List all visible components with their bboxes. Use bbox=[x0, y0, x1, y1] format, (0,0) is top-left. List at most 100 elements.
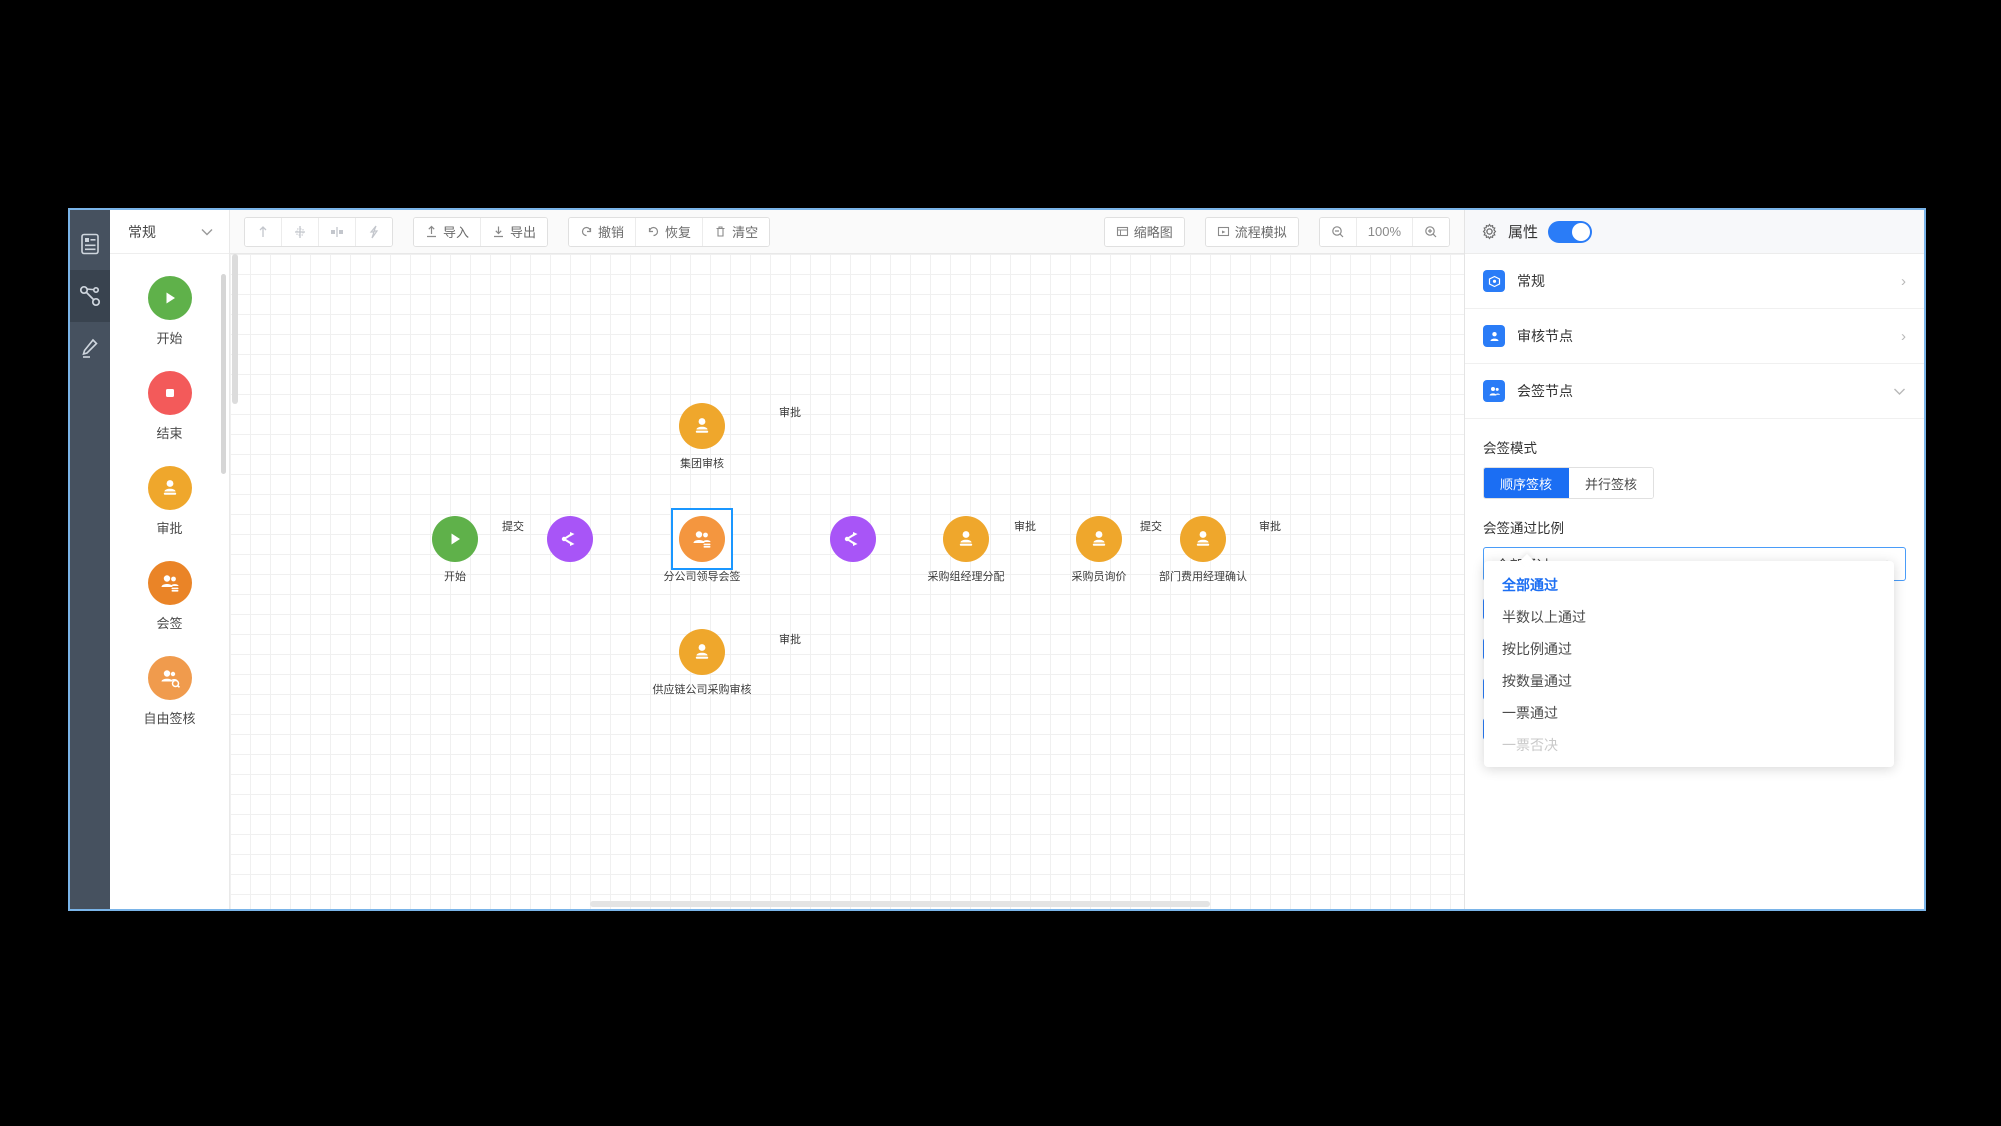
flow-canvas[interactable]: 开始 bbox=[230, 254, 1464, 909]
sidebar-item-form[interactable] bbox=[70, 218, 110, 270]
align-button-group bbox=[244, 216, 393, 247]
form-panel-icon bbox=[81, 233, 99, 255]
dropdown-option[interactable]: 半数以上通过 bbox=[1502, 609, 1586, 625]
align-vertical-button[interactable] bbox=[282, 217, 319, 246]
prop-section-general[interactable]: 常规 › bbox=[1465, 254, 1924, 309]
zoom-in-button[interactable] bbox=[1413, 217, 1449, 246]
edge-label: 审批 bbox=[1259, 520, 1281, 533]
import-icon bbox=[427, 225, 436, 238]
history-button-group: 撤销 恢复 清空 bbox=[568, 216, 771, 247]
chevron-down-icon bbox=[201, 228, 213, 235]
dropdown-option[interactable]: 全部通过 bbox=[1502, 577, 1558, 593]
stamp-icon bbox=[1076, 516, 1122, 562]
palette-scrollbar[interactable] bbox=[221, 274, 226, 474]
flow-node-branch-countersign[interactable]: 分公司领导会签 bbox=[664, 508, 741, 583]
thumbnail-button[interactable]: 缩略图 bbox=[1104, 217, 1184, 246]
flow-nodes-icon bbox=[79, 285, 101, 307]
auto-layout-icon bbox=[369, 225, 379, 238]
flow-node-start[interactable]: 开始 bbox=[432, 516, 478, 583]
countersign-mode-field: 会签模式 顺序签核 并行签核 bbox=[1483, 437, 1906, 499]
io-button-group: 导入 导出 bbox=[413, 216, 549, 247]
align-top-icon bbox=[259, 225, 267, 237]
align-vertical-icon bbox=[295, 225, 305, 238]
import-button[interactable]: 导入 bbox=[414, 217, 482, 246]
palette-item-label: 结束 bbox=[156, 426, 183, 441]
zoom-out-button[interactable] bbox=[1319, 217, 1357, 246]
end-node-icon bbox=[147, 371, 192, 415]
pen-edit-icon bbox=[82, 338, 98, 358]
canvas-vertical-scrollbar[interactable] bbox=[232, 254, 238, 404]
icon-rail bbox=[70, 210, 110, 909]
thumbnail-button-group: 缩略图 bbox=[1103, 216, 1185, 247]
mode-sequential-button[interactable]: 顺序签核 bbox=[1484, 468, 1570, 498]
zoom-level[interactable]: 100% bbox=[1356, 217, 1413, 246]
flow-node-purchase-manager[interactable]: 采购组经理分配 bbox=[928, 516, 1005, 583]
workflow-designer-window: 常规 开始 结束 bbox=[68, 208, 1926, 911]
dropdown-option[interactable]: 按比例通过 bbox=[1502, 641, 1572, 657]
prop-section-label: 会签节点 bbox=[1517, 383, 1573, 399]
align-horizontal-button[interactable] bbox=[319, 217, 356, 246]
palette-item-countersign[interactable]: 会签 bbox=[110, 561, 229, 632]
prop-section-review-node[interactable]: 审核节点 › bbox=[1465, 309, 1924, 364]
redo-label: 恢复 bbox=[665, 225, 692, 240]
simulate-button-group: 流程模拟 bbox=[1204, 216, 1299, 247]
gear-icon bbox=[1482, 223, 1497, 240]
dropdown-option[interactable]: 一票通过 bbox=[1502, 705, 1558, 721]
countersign-mode-label: 会签模式 bbox=[1483, 441, 1537, 456]
thumbnail-icon bbox=[1116, 226, 1128, 237]
flow-node-group-review[interactable]: 集团审核 bbox=[679, 403, 725, 470]
flow-node-cost-manager[interactable]: 部门费用经理确认 bbox=[1159, 516, 1247, 583]
palette-group-label: 常规 bbox=[128, 223, 156, 240]
chevron-right-icon: › bbox=[1901, 272, 1906, 290]
node-palette: 常规 开始 结束 bbox=[110, 210, 230, 909]
clear-label: 清空 bbox=[732, 225, 759, 240]
countersign-ratio-label: 会签通过比例 bbox=[1483, 521, 1564, 536]
import-label: 导入 bbox=[443, 225, 470, 240]
canvas-horizontal-scrollbar[interactable] bbox=[590, 901, 1210, 907]
stamp-icon bbox=[679, 629, 725, 675]
palette-group-header[interactable]: 常规 bbox=[110, 210, 229, 254]
stamp-icon bbox=[679, 403, 725, 449]
play-icon bbox=[432, 516, 478, 562]
properties-toggle[interactable] bbox=[1548, 220, 1593, 243]
flow-node-supply-review[interactable]: 供应链公司采购审核 bbox=[653, 629, 752, 696]
flow-node-gateway-2[interactable] bbox=[830, 516, 876, 562]
thumbnail-label: 缩略图 bbox=[1133, 225, 1173, 240]
simulate-button[interactable]: 流程模拟 bbox=[1205, 217, 1298, 246]
cube-icon bbox=[1483, 270, 1505, 292]
prop-section-countersign-node[interactable]: 会签节点 bbox=[1465, 364, 1924, 419]
dropdown-option[interactable]: 按数量通过 bbox=[1502, 673, 1572, 689]
stamp-icon bbox=[147, 466, 192, 510]
mode-parallel-button[interactable]: 并行签核 bbox=[1569, 468, 1654, 498]
chevron-down-icon bbox=[1894, 388, 1905, 395]
edge-label: 审批 bbox=[779, 633, 801, 646]
group-stamp-icon bbox=[679, 516, 725, 562]
align-top-button[interactable] bbox=[245, 217, 282, 246]
panel-title: 属性 bbox=[1508, 224, 1539, 241]
clear-button[interactable]: 清空 bbox=[703, 217, 770, 246]
countersign-mode-segmented: 顺序签核 并行签核 bbox=[1483, 467, 1655, 499]
sidebar-item-flow[interactable] bbox=[70, 270, 110, 322]
flow-node-gateway-1[interactable] bbox=[547, 516, 593, 562]
person-icon bbox=[1483, 325, 1505, 347]
countersign-settings: 会签模式 顺序签核 并行签核 会签通过比例 全部通过 bbox=[1465, 419, 1924, 767]
properties-header: 属性 bbox=[1465, 210, 1924, 254]
zoom-out-icon bbox=[1331, 225, 1344, 237]
palette-item-end[interactable]: 结束 bbox=[110, 371, 229, 442]
export-button[interactable]: 导出 bbox=[481, 217, 548, 246]
flow-node-label: 集团审核 bbox=[680, 457, 724, 470]
palette-item-start[interactable]: 开始 bbox=[110, 276, 229, 347]
prop-section-label: 审核节点 bbox=[1517, 328, 1573, 344]
palette-item-free-sign[interactable]: 自由签核 bbox=[110, 656, 229, 727]
redo-button[interactable]: 恢复 bbox=[636, 217, 704, 246]
flow-node-buyer-inquiry[interactable]: 采购员询价 bbox=[1072, 516, 1127, 583]
dropdown-option[interactable]: 一票否决 bbox=[1502, 737, 1558, 753]
undo-icon bbox=[581, 226, 592, 237]
flow-node-label: 分公司领导会签 bbox=[663, 570, 741, 583]
align-horizontal-icon bbox=[331, 226, 343, 237]
edge-label: 提交 bbox=[502, 520, 524, 533]
undo-button[interactable]: 撤销 bbox=[569, 217, 637, 246]
auto-layout-button[interactable] bbox=[356, 217, 392, 246]
palette-item-approve[interactable]: 审批 bbox=[110, 466, 229, 537]
sidebar-item-pen[interactable] bbox=[70, 322, 110, 374]
